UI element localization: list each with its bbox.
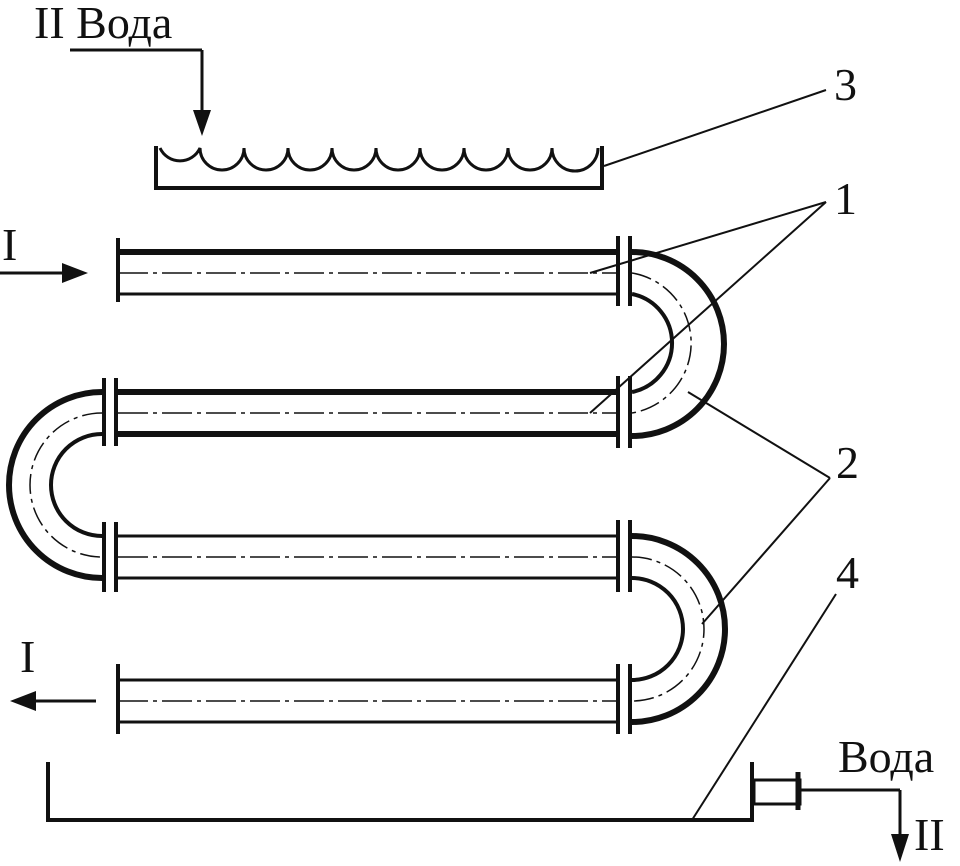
bottom-water-arrow-head: [891, 834, 909, 862]
distributor-tray-body: [154, 146, 604, 190]
callout-1: 1: [589, 173, 857, 414]
bend-right-lower: [631, 533, 728, 725]
inlet-arrow-head: [62, 263, 88, 283]
top-water-arrow-head: [193, 110, 211, 136]
pipe-row-3: [102, 520, 632, 592]
distributor-tray: [154, 146, 604, 190]
outlet-stream: I: [10, 631, 96, 711]
bend-right-upper: [631, 249, 727, 439]
bottom-water-label: Вода: [838, 731, 934, 782]
callout-2: 2: [687, 391, 859, 625]
outlet-arrow-head: [10, 691, 36, 711]
callout-4: 4: [691, 547, 859, 821]
outlet-stream-label: I: [20, 631, 35, 682]
bend-left: [6, 389, 103, 581]
callout-1-number: 1: [834, 173, 857, 224]
callout-2-number: 2: [836, 437, 859, 488]
top-water-inlet: II Вода: [34, 0, 211, 136]
bottom-water-outlet-label: II: [914, 809, 945, 860]
top-water-inlet-label: II Вода: [34, 0, 172, 48]
pipe-row-2: [102, 376, 632, 448]
distributor-tray-scallops: [158, 147, 600, 173]
pipe-row-4: [116, 664, 632, 734]
callout-4-number: 4: [836, 547, 859, 598]
trough-outlet-nozzle: [752, 778, 802, 806]
pipe-row-1: [116, 236, 632, 306]
collection-trough: Вода II: [46, 731, 945, 862]
inlet-stream-label: I: [2, 219, 17, 270]
callout-3-number: 3: [834, 59, 857, 110]
callout-3: 3: [603, 59, 857, 167]
inlet-stream: I: [0, 219, 88, 283]
